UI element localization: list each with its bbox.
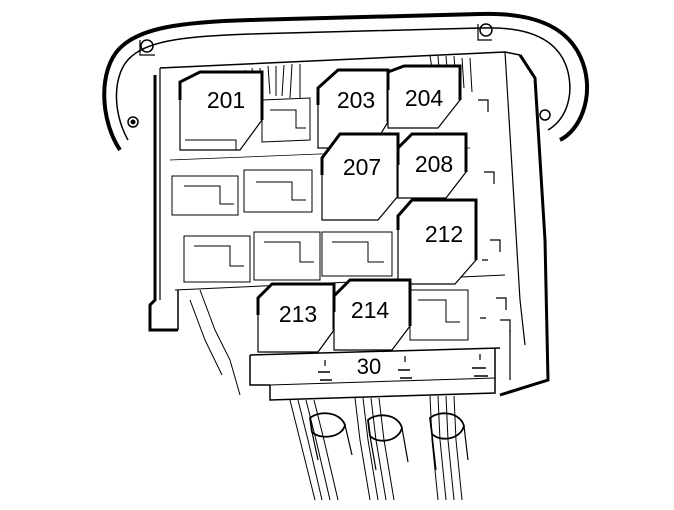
mounting-bracket — [102, 11, 590, 152]
relay-208: 208 — [396, 132, 468, 199]
relay-214: 214 — [332, 278, 412, 351]
relay-label-214: 214 — [351, 297, 390, 323]
relay-204: 204 — [386, 64, 462, 129]
relay-213: 213 — [256, 282, 336, 353]
relay-201: 201 — [178, 70, 264, 151]
relay-label-212: 212 — [425, 221, 463, 247]
connector-label: 30 — [357, 354, 381, 379]
relay-label-203: 203 — [337, 87, 375, 113]
relay-label-201: 201 — [207, 87, 245, 113]
relay-label-204: 204 — [405, 85, 444, 111]
relay-label-213: 213 — [279, 301, 317, 327]
relay-label-207: 207 — [343, 154, 381, 180]
connector-30: 30 — [249, 347, 501, 401]
lower-wire-harness — [189, 289, 469, 501]
relay-207: 207 — [320, 132, 400, 221]
relay-label-208: 208 — [415, 151, 453, 177]
relay-box-housing — [148, 51, 550, 397]
relay-212: 212 — [396, 198, 478, 285]
